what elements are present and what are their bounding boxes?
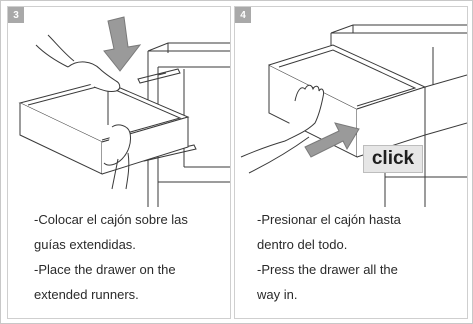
step-3-badge: 3 [8, 7, 24, 23]
step-3-panel: 3 [7, 6, 231, 319]
caption-line: -Presionar el cajón hasta [257, 212, 401, 227]
step-4-caption: -Presionar el cajón hasta dentro del tod… [235, 207, 467, 307]
caption-line: way in. [257, 287, 298, 302]
push-arrow-icon [304, 122, 360, 158]
caption-line: -Press the drawer all the [257, 262, 398, 277]
caption-line: guías extendidas. [34, 237, 136, 252]
step-4-badge: 4 [235, 7, 251, 23]
step-4-panel: 4 [234, 6, 468, 319]
click-callout: click [363, 145, 423, 173]
caption-line: -Place the drawer on the [34, 262, 176, 277]
caption-line: extended runners. [34, 287, 139, 302]
step-3-illustration [18, 16, 230, 207]
step-3-caption: -Colocar el cajón sobre las guías extend… [8, 207, 230, 307]
step-4-illustration [240, 24, 467, 207]
caption-line: -Colocar el cajón sobre las [34, 212, 188, 227]
caption-line: dentro del todo. [257, 237, 348, 252]
down-arrow-icon [103, 16, 142, 72]
